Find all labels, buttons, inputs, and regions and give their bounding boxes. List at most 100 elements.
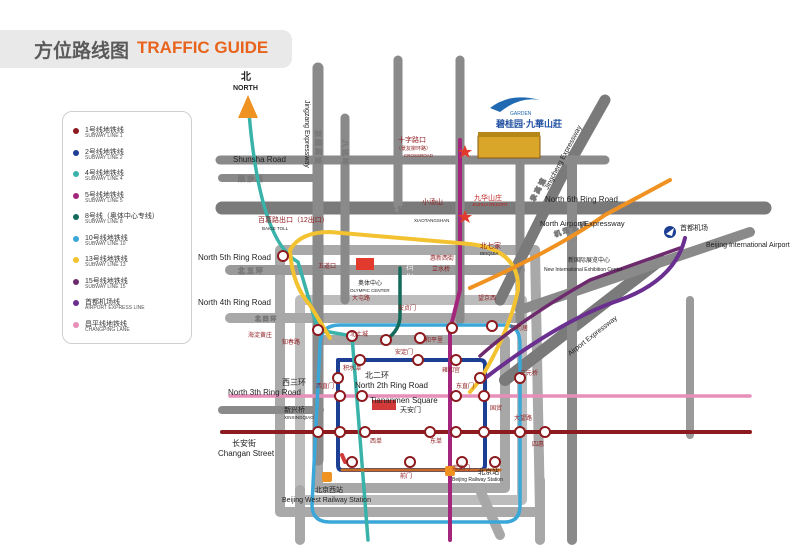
label-west-rail-cn: 北京西站 xyxy=(315,485,343,494)
station-marker xyxy=(446,322,458,334)
legend-color-swatch xyxy=(73,321,79,328)
jiuhua-star-icon xyxy=(458,210,472,223)
legend-label-cn: 5号线地铁线 xyxy=(85,191,124,199)
label-crossroad-cn: 十字路口 xyxy=(398,135,426,144)
label-anzhenmen: 安贞门 xyxy=(398,304,416,312)
legend-label-en: SUBWAY LINE 1 xyxy=(85,133,123,139)
label-guomao: 国贸 xyxy=(490,404,502,412)
station-marker xyxy=(346,456,358,468)
label-yonghegong: 雍和宫 xyxy=(442,366,460,374)
legend-label-en: SUBWAY LINE 8 xyxy=(85,219,123,225)
station-marker xyxy=(489,456,501,468)
subway-line-airport xyxy=(478,236,687,384)
label-wudaokou: 五道口 xyxy=(318,262,336,270)
station-marker xyxy=(450,426,462,438)
subway-line-10 xyxy=(310,323,522,524)
page-title-en: TRAFFIC GUIDE xyxy=(137,38,269,57)
label-jiuhua-cn: 九华山庄 xyxy=(474,193,502,202)
road-label-ring5-cn: 北 五 环 xyxy=(238,267,263,275)
south-road-2 xyxy=(475,485,505,540)
legend-label-cn: 15号线地铁线 xyxy=(85,277,128,285)
resort-building-roof xyxy=(478,132,540,137)
station-marker xyxy=(450,390,462,402)
station-marker xyxy=(354,354,366,366)
label-lishuiqiao: 立水桥 xyxy=(432,265,450,273)
label-beijing-rail-en: Beijing Railway Station xyxy=(452,477,503,483)
label-ring5-en: North 5th Ring Road xyxy=(198,253,271,262)
station-marker xyxy=(450,354,462,366)
label-andingmen: 安定门 xyxy=(395,348,413,356)
label-airport-north-en: North Airport Expressway xyxy=(540,219,625,228)
label-west-rail-en: Beijing West Railway Station xyxy=(282,497,371,504)
tiananmen-icon xyxy=(372,400,396,410)
label-changan-en: Changan Street xyxy=(218,449,275,458)
label-xiaotangshan-en: XIAOTANGSHAN xyxy=(414,218,449,223)
label-beijing-rail-cn: 北京站 xyxy=(478,467,499,476)
road-label-jingzang-cn: 京 藏 高 速 xyxy=(314,130,323,164)
legend-color-swatch xyxy=(73,214,79,220)
airport-plane-glyph xyxy=(666,228,674,236)
station-marker xyxy=(356,390,368,402)
station-marker xyxy=(478,426,490,438)
station-marker xyxy=(359,426,371,438)
legend-label-cn: 首都机场线 xyxy=(85,299,120,306)
label-xiaotangshan-cn: 小汤山 xyxy=(422,197,443,206)
label-ring6-en: North 6th Ring Road xyxy=(545,195,618,204)
north-arrow-icon xyxy=(238,95,258,118)
jingcheng-expressway xyxy=(494,94,611,306)
label-beiqijia-en: BEIQIJIA xyxy=(480,251,499,256)
subway-line-15 xyxy=(478,246,682,358)
logo-text: 碧桂园·九華山莊 xyxy=(495,118,562,129)
label-xinxing-en: XINXINGQIAO xyxy=(284,415,314,420)
label-sihui: 四惠 xyxy=(532,440,544,448)
label-jishuitan: 积水潭 xyxy=(343,364,361,372)
station-marker xyxy=(346,330,358,342)
station-marker xyxy=(474,372,486,384)
legend-label-en: SUBWAY LINE 4 xyxy=(85,176,123,182)
label-jiuhua-en: JIUHUA RESORT xyxy=(472,202,508,207)
station-marker xyxy=(456,456,468,468)
legend-label-cn: 13号线地铁线 xyxy=(85,256,128,263)
station-marker xyxy=(486,320,498,332)
station-marker xyxy=(334,426,346,438)
resort-building-icon xyxy=(477,135,541,159)
station-marker xyxy=(312,426,324,438)
station-marker xyxy=(514,372,526,384)
legend-color-swatch xyxy=(73,235,79,242)
label-haidianhuangzhuang: 海淀黄庄 xyxy=(248,331,272,339)
station-marker xyxy=(404,456,416,468)
label-tiananmen-cn: 天安门 xyxy=(400,405,421,414)
label-datunlu: 大屯路 xyxy=(352,294,370,302)
label-changan-cn: 长安街 xyxy=(232,438,256,448)
label-chongwenmen: 崇文门 xyxy=(452,464,470,472)
resort-star-icon xyxy=(458,145,472,158)
logo-swirl-icon xyxy=(490,97,540,112)
subway-line-13b xyxy=(288,248,332,340)
legend-label-en: CHANGPING LANE xyxy=(85,326,130,333)
title-banner: 方位路线图 TRAFFIC GUIDE xyxy=(0,30,292,68)
road-label-shunsha-cn: 顺 沙 路 xyxy=(238,174,263,183)
label-ring3-en: North 3th Ring Road xyxy=(228,388,301,397)
compass: 北 NORTH xyxy=(233,70,258,118)
label-ring4-en: North 4th Ring Road xyxy=(198,298,271,307)
logo-brand: GARDEN xyxy=(510,111,532,117)
label-qianmen: 前门 xyxy=(400,472,412,480)
label-olympic-cn: 奥体中心 xyxy=(358,279,382,287)
station-marker xyxy=(380,334,392,346)
legend-label-en: SUBWAY LINE 5 xyxy=(85,197,123,204)
label-olympic-en: OLYMPIC CENTER xyxy=(350,288,390,293)
west-rail-icon xyxy=(322,472,332,482)
label-shaoyaoju: 芍药居 xyxy=(510,324,528,332)
label-hepingli: 和平里 xyxy=(425,336,443,344)
station-marker xyxy=(478,390,490,402)
beijing-rail-icon xyxy=(445,466,455,476)
page-title-cn: 方位路线图 xyxy=(34,41,130,62)
legend-color-swatch xyxy=(73,192,79,199)
label-dawanglu: 大望路 xyxy=(514,414,532,422)
compass-en: NORTH xyxy=(233,85,258,92)
label-sanyuanqiao: 三元桥 xyxy=(520,369,538,377)
legend-label-cn: 昌平线地铁线 xyxy=(85,320,127,328)
road-label-ring4-cn: 北 四 环 xyxy=(255,315,276,323)
